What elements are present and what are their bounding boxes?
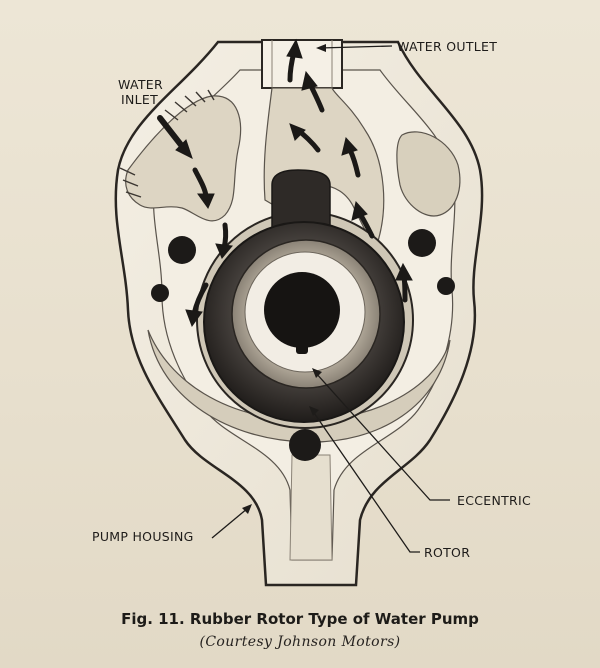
bolt-hole-left-upper <box>168 236 196 264</box>
drive-shaft-hub <box>264 272 340 348</box>
bolt-hole-bottom <box>289 429 321 461</box>
inlet-passage <box>125 95 242 222</box>
figure-caption-title: Fig. 11. Rubber Rotor Type of Water Pump <box>121 610 479 628</box>
flow-arrows <box>157 38 413 328</box>
bolt-hole-right-lower <box>437 277 455 295</box>
right-pocket <box>396 131 461 217</box>
bolt-hole-left-lower <box>151 284 169 302</box>
water-pump-diagram: WATER OUTLET WATER INLET ECCENTRIC ROTOR… <box>92 38 531 587</box>
label-eccentric: ECCENTRIC <box>457 493 531 508</box>
label-pump-housing: PUMP HOUSING <box>92 529 194 544</box>
stem-channel <box>289 454 333 561</box>
callout-leaders <box>211 44 450 553</box>
label-rotor: ROTOR <box>424 545 470 560</box>
bolt-hole-right-upper <box>408 229 436 257</box>
shaft-keyway <box>296 340 308 354</box>
figure-caption-credit: (Courtesy Johnson Motors) <box>199 634 401 650</box>
label-water-inlet-line2: INLET <box>121 92 158 107</box>
label-water-inlet-line1: WATER <box>118 77 163 92</box>
label-water-outlet: WATER OUTLET <box>397 39 497 54</box>
inlet-ribs <box>119 89 215 198</box>
lower-crescent-channel <box>147 329 451 443</box>
